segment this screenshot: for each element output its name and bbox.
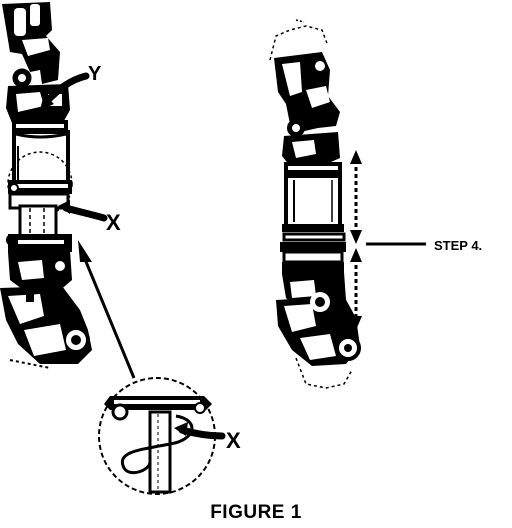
left-steering-coupling-assembly — [0, 2, 92, 369]
step-travel-arrow — [350, 150, 362, 330]
right-steering-coupling-assembly — [269, 19, 361, 389]
y-leader-arrow — [42, 72, 90, 106]
label-y: Y — [88, 63, 102, 85]
label-x-inset: X — [226, 428, 241, 453]
figure-caption: FIGURE 1 — [210, 502, 302, 523]
x-main-leader-arrow — [62, 204, 108, 222]
label-step: STEP 4. — [434, 238, 482, 253]
inset-pointer-arrow — [78, 240, 136, 379]
label-x-main: X — [106, 210, 121, 235]
detail-inset: X — [98, 377, 241, 495]
